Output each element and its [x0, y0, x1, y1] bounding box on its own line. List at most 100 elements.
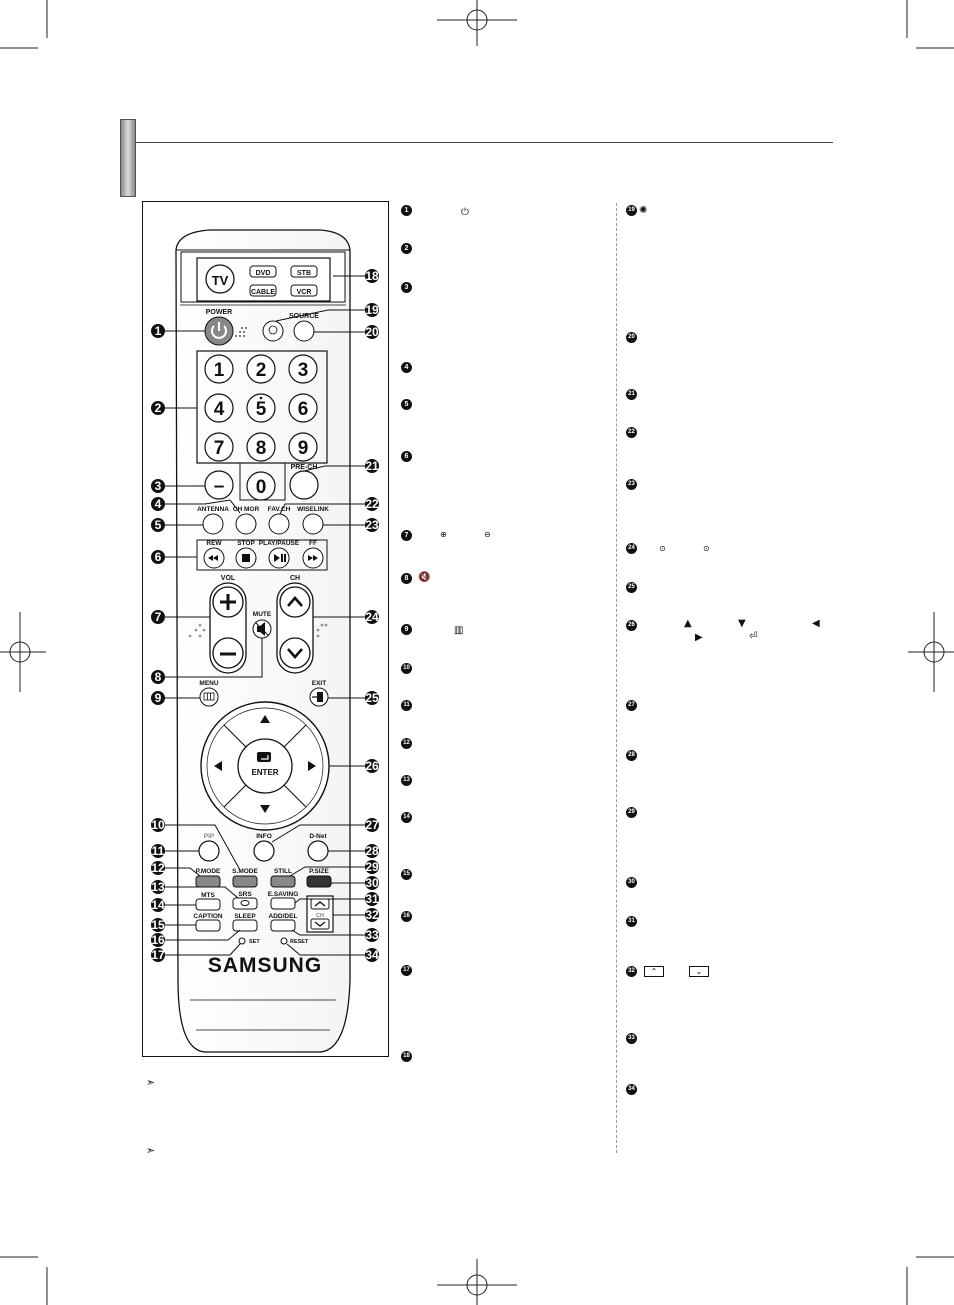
pip-button [198, 840, 220, 862]
chevron-down-icon: ⊙ [703, 544, 710, 553]
reset-label: RESET [290, 939, 309, 945]
callout-23 [365, 518, 379, 532]
description-marker-15: 15 [401, 869, 412, 880]
callout-29 [365, 860, 379, 874]
callout-10 [151, 818, 165, 832]
plus-icon [220, 594, 236, 610]
callout-13 [151, 880, 165, 894]
down-arrow-icon: ▼ [738, 618, 746, 629]
ch-mgr-label: CH MGR [233, 506, 260, 513]
callout-number-22: 22 [365, 497, 379, 511]
note-arrow-icon: ➣ [146, 1144, 156, 1157]
small-ch-label: CH [316, 913, 324, 919]
number-button-8 [246, 432, 276, 462]
dash-button [204, 470, 234, 500]
still-button [270, 875, 296, 888]
number-button-5 [246, 393, 276, 423]
menu-button [199, 687, 219, 707]
column-divider [616, 203, 617, 1153]
exit-label: EXIT [312, 680, 326, 687]
callout-number-14: 14 [151, 898, 165, 912]
note-arrow-icon: ➣ [146, 1076, 156, 1089]
number-label-5: 5 [256, 399, 267, 420]
callout-16 [151, 933, 165, 947]
still-label: STILL [274, 868, 292, 875]
add-del-label: ADD/DEL [269, 913, 298, 920]
set-label: SET [249, 939, 260, 945]
e-saving-label: E.SAVING [268, 891, 299, 898]
description-marker-7: 7 [401, 530, 412, 541]
callout-number-26: 26 [365, 759, 379, 773]
callout-27 [365, 818, 379, 832]
description-marker-9: 9 [401, 624, 412, 635]
mts-button [195, 898, 221, 911]
cable-label: CABLE [251, 289, 275, 296]
number-button-4 [204, 393, 234, 423]
number-button-3 [288, 354, 318, 384]
left-arrow-icon: ◀ [812, 618, 820, 629]
description-marker-19: 19 [626, 205, 637, 216]
callout-30 [365, 876, 379, 890]
callout-12 [151, 861, 165, 875]
callout-8 [151, 670, 165, 684]
callout-number-9: 9 [155, 691, 162, 705]
callout-number-5: 5 [155, 518, 162, 532]
callout-number-6: 6 [155, 550, 162, 564]
rew-label: REW [206, 540, 222, 547]
caption-label: CAPTION [193, 913, 223, 920]
wiselink-button [302, 513, 324, 535]
description-marker-34: 34 [626, 1084, 637, 1095]
description-marker-20: 20 [626, 332, 637, 343]
right-arrow-icon: ▶ [695, 632, 703, 643]
up-arrow-icon: ▲ [684, 618, 692, 629]
number-label-7: 7 [214, 438, 225, 459]
down-arrow-icon [260, 805, 270, 813]
minus-icon: ⊖ [484, 530, 491, 539]
number-button-0 [246, 471, 276, 501]
antenna-button [202, 513, 224, 535]
enter-icon [257, 752, 271, 762]
chevron-up-icon [287, 596, 303, 607]
mute-label: MUTE [253, 611, 272, 618]
tv-label: TV [212, 273, 229, 288]
menu-label: MENU [199, 680, 218, 687]
bulb-icon: ✺ [639, 205, 648, 216]
callout-number-19: 19 [365, 303, 379, 317]
callout-18 [365, 269, 379, 283]
number-button-2 [246, 354, 276, 384]
description-marker-30: 30 [626, 877, 637, 888]
wiselink-label: WISELINK [297, 506, 329, 513]
description-marker-5: 5 [401, 399, 412, 410]
callout-33 [365, 928, 379, 942]
vol-label: VOL [221, 575, 236, 582]
callout-leaders [165, 275, 365, 956]
cable-button [249, 284, 277, 297]
plus-icon: ⊕ [440, 530, 447, 539]
callout-number-2: 2 [155, 401, 162, 415]
callout-11 [151, 844, 165, 858]
callout-24 [365, 610, 379, 624]
enter-label: ENTER [251, 768, 278, 777]
callout-32 [365, 908, 379, 922]
brand-logo: SAMSUNG [208, 954, 322, 977]
chevron-up-icon: ⊙ [659, 544, 666, 553]
description-marker-12: 12 [401, 738, 412, 749]
up-arrow-icon [260, 715, 270, 723]
fav-ch-label: FAV.CH [268, 506, 291, 513]
chevron-up-icon: ⌃ [644, 966, 664, 977]
number-label-9: 9 [298, 438, 309, 459]
mts-label: MTS [201, 892, 215, 899]
callout-5 [151, 518, 165, 532]
callout-number-28: 28 [365, 844, 379, 858]
callout-number-30: 30 [365, 876, 379, 890]
left-arrow-icon [214, 761, 222, 771]
description-marker-18: 18 [401, 1051, 412, 1062]
number-label-8: 8 [256, 438, 267, 459]
callout-number-12: 12 [151, 861, 165, 875]
number-label-6: 6 [298, 399, 309, 420]
play-pause-label: PLAY/PAUSE [259, 540, 300, 547]
description-marker-3: 3 [401, 282, 412, 293]
number-button-1 [204, 354, 234, 384]
source-label: SOURCE [289, 313, 319, 320]
